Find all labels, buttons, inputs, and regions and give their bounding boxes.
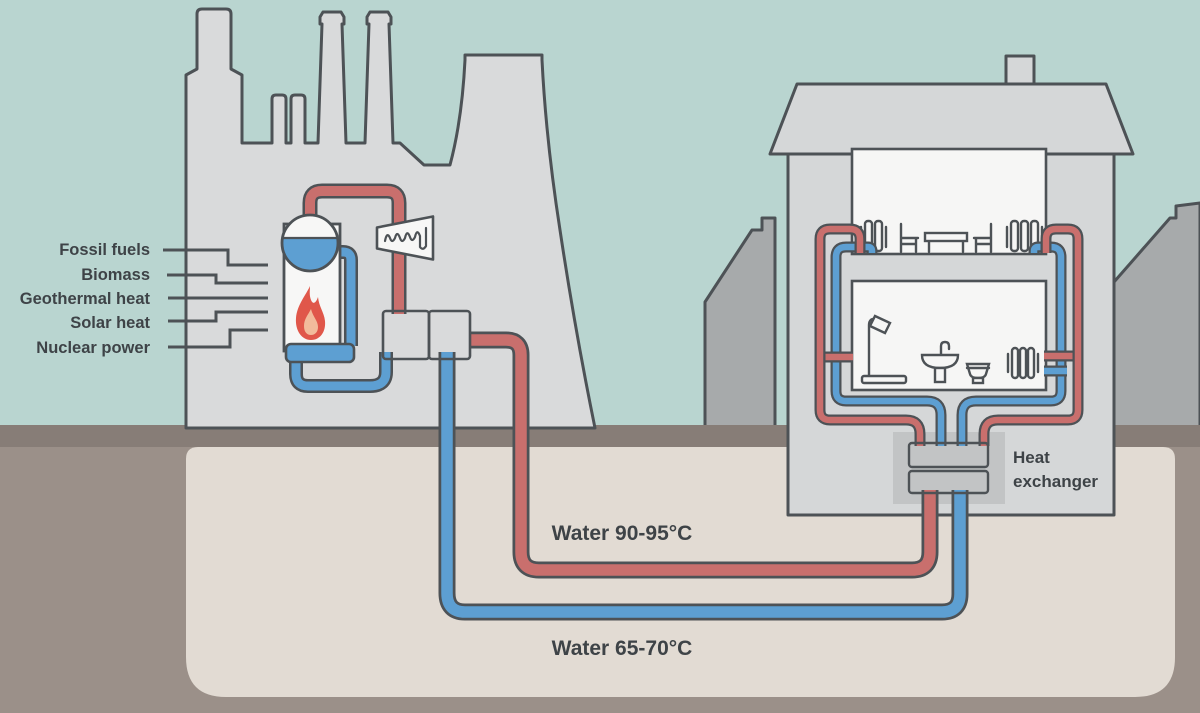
- furnace-base: [284, 342, 356, 364]
- supply-water-label: Water 90-95°C: [552, 522, 693, 545]
- bathroom-furniture: [860, 314, 1040, 385]
- boiler: [280, 213, 356, 364]
- return-water-label: Water 65-70°C: [552, 637, 693, 660]
- source-connector-lines: [163, 248, 268, 349]
- table-icon: [923, 231, 969, 254]
- connector-fossil-fuels: [163, 248, 268, 267]
- return-pipe-cold: [438, 352, 969, 621]
- radiator-icon-bathroom: [1006, 346, 1040, 380]
- shower-icon: [860, 314, 908, 385]
- house-roof: [768, 82, 1135, 156]
- connector-biomass: [167, 273, 268, 285]
- chair-icon-right: [972, 222, 993, 254]
- turbine-icon: [375, 215, 435, 261]
- sink-icon: [920, 340, 960, 384]
- source-labels: Fossil fuels Biomass Geothermal heat Sol…: [20, 241, 151, 357]
- neighbor-house-right: [1112, 201, 1200, 430]
- label-geothermal-heat: Geothermal heat: [20, 290, 151, 308]
- heat-exchanger-house: [907, 441, 990, 495]
- drum-water: [282, 238, 338, 272]
- boiler-return-pipe: [289, 245, 393, 393]
- connector-nuclear: [168, 328, 268, 349]
- house-loop-red: [814, 223, 1084, 446]
- house-loop-blue: [830, 241, 1067, 446]
- connector-solar: [168, 310, 268, 323]
- label-biomass: Biomass: [81, 266, 150, 284]
- chair-icon-left: [899, 222, 920, 254]
- neighbor-houses: [703, 201, 1200, 430]
- label-nuclear-power: Nuclear power: [36, 339, 150, 357]
- flame-inner: [304, 309, 318, 335]
- supply-pipe-hot: [470, 331, 939, 579]
- heat-exchanger-plant: [381, 309, 472, 361]
- neighbor-house-left: [703, 216, 777, 430]
- radiator-icon-right: [1005, 219, 1044, 253]
- heat-exchanger-label-line2: exchanger: [1013, 472, 1098, 491]
- label-fossil-fuels: Fossil fuels: [59, 241, 150, 259]
- heat-exchanger-label-line1: Heat: [1013, 448, 1050, 467]
- boiler-steam-pipe: [302, 183, 407, 314]
- label-solar-heat: Solar heat: [70, 314, 150, 332]
- toilet-icon: [965, 362, 991, 385]
